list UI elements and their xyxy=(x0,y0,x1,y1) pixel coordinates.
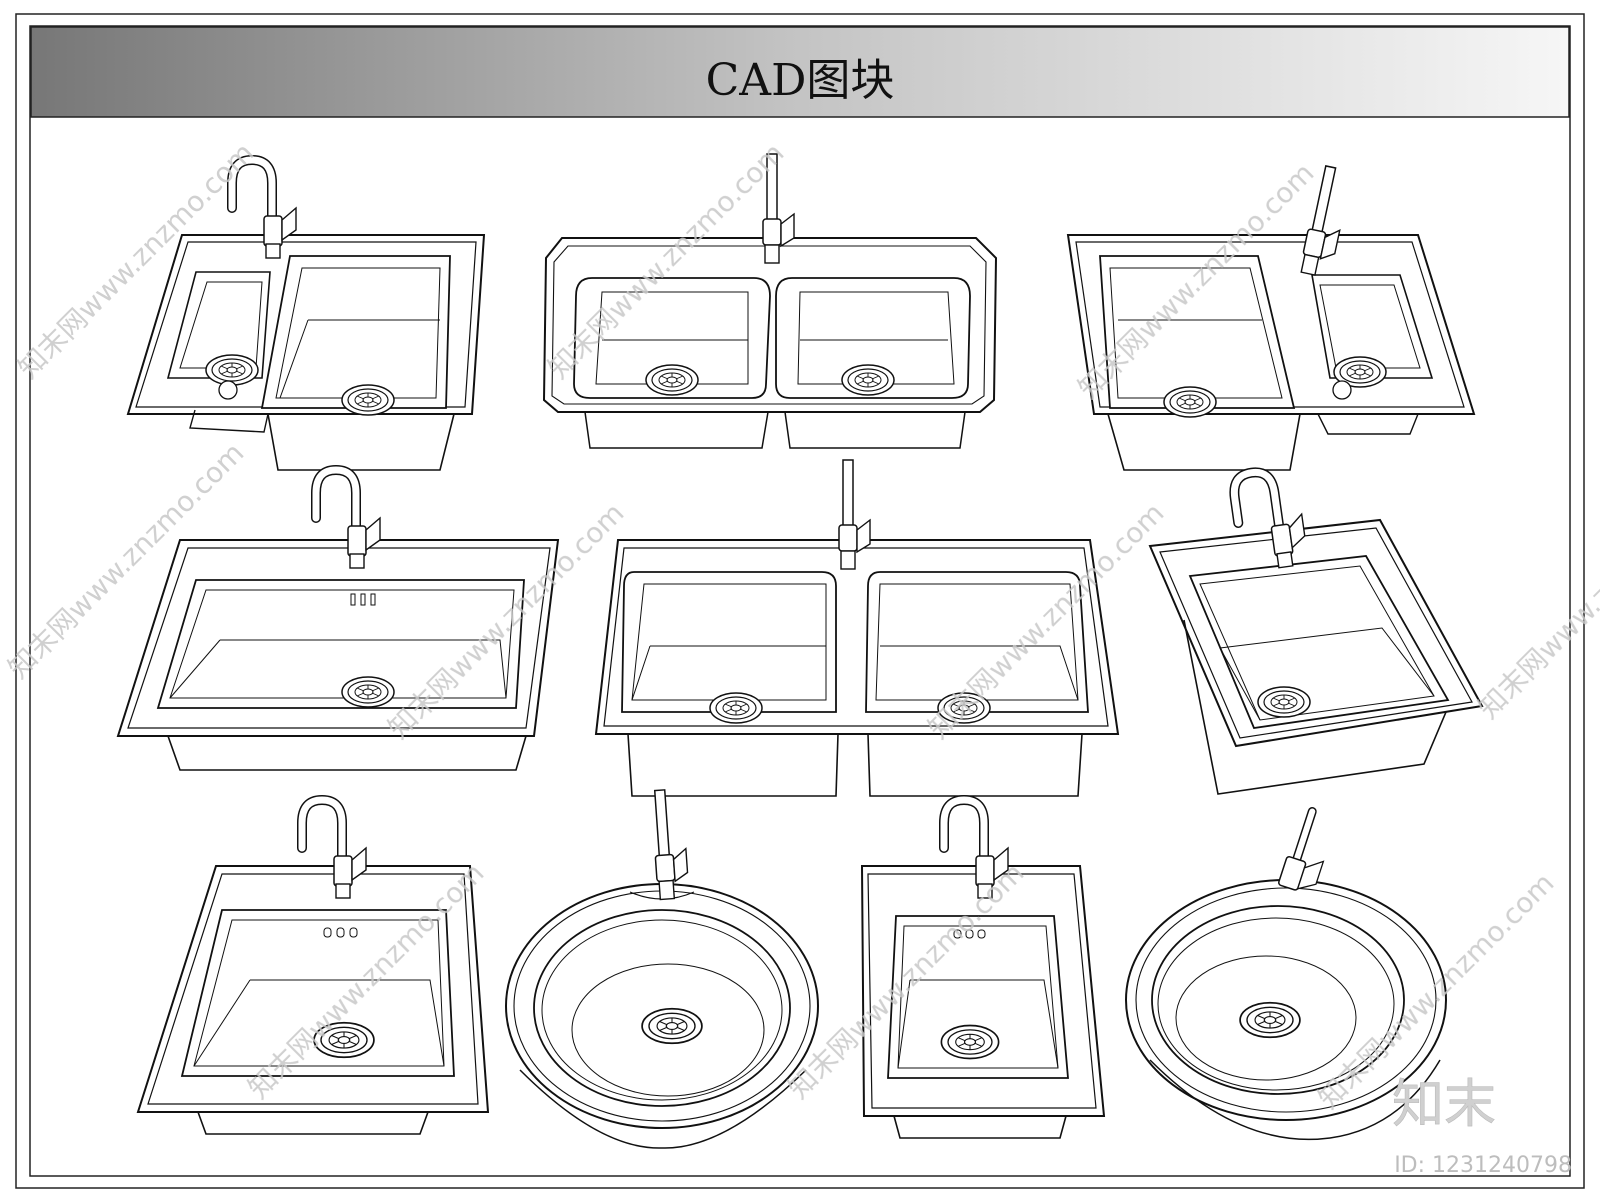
inner-frame xyxy=(29,25,1571,1177)
sink-single-bowl-small xyxy=(860,800,1106,1139)
brand-logo: 知末 xyxy=(1392,1075,1496,1135)
watermark-text: 知末网www.znzmo.com xyxy=(1472,476,1600,725)
outer-frame xyxy=(15,13,1585,1189)
sink-single-bowl-square xyxy=(136,800,490,1135)
sink-round-bowl-tilted xyxy=(1125,807,1447,1141)
page-title: CAD图块 xyxy=(706,55,895,106)
image-id-label: ID: 1231240798 xyxy=(1394,1153,1572,1178)
sink-double-bowl-equal-rounded xyxy=(542,153,998,449)
sink-double-bowl-equal-square xyxy=(594,459,1120,797)
sink-round-bowl-large xyxy=(505,787,819,1149)
sink-single-bowl-rectangular xyxy=(116,470,560,771)
sink-single-bowl-square-tilted xyxy=(1148,467,1484,795)
sink-double-bowl-small-left xyxy=(126,160,486,471)
header-band xyxy=(30,26,1570,118)
sink-double-bowl-small-right xyxy=(1066,164,1476,471)
